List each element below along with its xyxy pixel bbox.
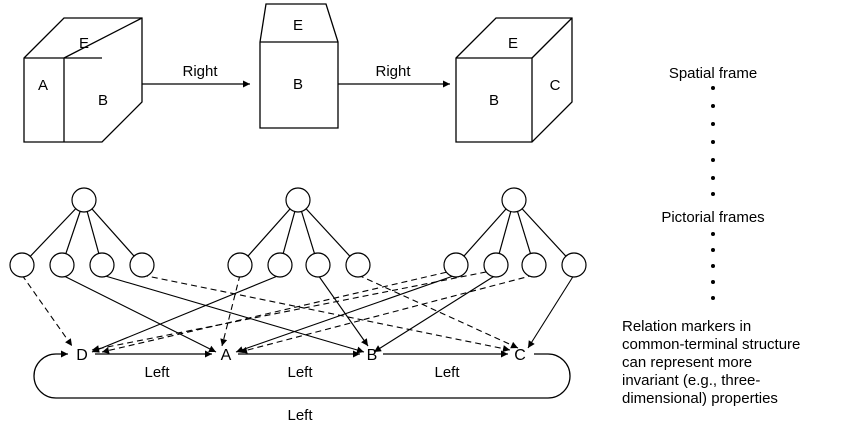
cube-left: [23, 17, 143, 143]
dot-column: [711, 86, 715, 300]
cube-right-side-label: C: [550, 77, 561, 94]
caption-line: Relation markers in: [622, 318, 752, 335]
relation-d-a-label: Left: [144, 364, 170, 381]
cube-left-side-label: A: [38, 77, 48, 94]
cube-right-front-label: B: [489, 92, 499, 109]
link-dashed: [220, 274, 241, 347]
cube-right-top-label: E: [508, 35, 518, 52]
tree-node: [443, 252, 469, 278]
terminal-b: B: [367, 347, 378, 364]
link-solid: [235, 274, 457, 353]
caption-line: dimensional) properties: [622, 390, 778, 407]
caption-line: common-terminal structure: [622, 336, 801, 353]
link-solid: [101, 274, 365, 354]
link-dashed: [101, 269, 457, 354]
cube-middle-top-label: E: [293, 17, 303, 34]
link-solid: [373, 274, 497, 353]
relation-a-b-label: Left: [287, 364, 313, 381]
pictorial-frames-label: Pictorial frames: [661, 209, 764, 226]
link-solid: [61, 274, 217, 353]
tree-node: [129, 252, 155, 278]
terminal-a: A: [221, 347, 232, 364]
tree-node: [227, 252, 253, 278]
tree-node: [267, 252, 293, 278]
link-solid: [91, 274, 281, 353]
arrow-right-2-label: Right: [375, 63, 411, 80]
tree-node: [285, 187, 311, 213]
tree-node: [501, 187, 527, 213]
relation-loop: [33, 350, 571, 399]
tree-node: [9, 252, 35, 278]
link-solid: [527, 274, 575, 349]
link-dashed: [91, 269, 497, 353]
tree-node: [71, 187, 97, 213]
tree-node: [89, 252, 115, 278]
cube-left-top-label: E: [79, 35, 89, 52]
caption-line: can represent more: [622, 354, 753, 371]
link-dashed: [21, 274, 73, 347]
tree-node: [561, 252, 587, 278]
caption-line: invariant (e.g., three-: [622, 372, 761, 389]
link-dashed: [141, 274, 511, 353]
link-solid: [317, 274, 369, 347]
relation-b-c-label: Left: [434, 364, 460, 381]
tree-node: [345, 252, 371, 278]
cube-middle-front-label: B: [293, 76, 303, 93]
link-dashed: [239, 274, 535, 354]
tree-node: [305, 252, 331, 278]
arrow-right-1-label: Right: [182, 63, 218, 80]
spatial-frame-label: Spatial frame: [669, 65, 757, 82]
tree-node: [49, 252, 75, 278]
terminal-c: C: [514, 347, 526, 364]
cube-middle: [259, 3, 339, 129]
caption-text: Relation markers in common-terminal stru…: [622, 318, 868, 408]
tree-node: [521, 252, 547, 278]
tree-node: [483, 252, 509, 278]
relation-loop-label: Left: [287, 407, 313, 424]
cube-left-front-label: B: [98, 92, 108, 109]
cube-right: [455, 17, 573, 143]
terminal-d: D: [76, 347, 88, 364]
